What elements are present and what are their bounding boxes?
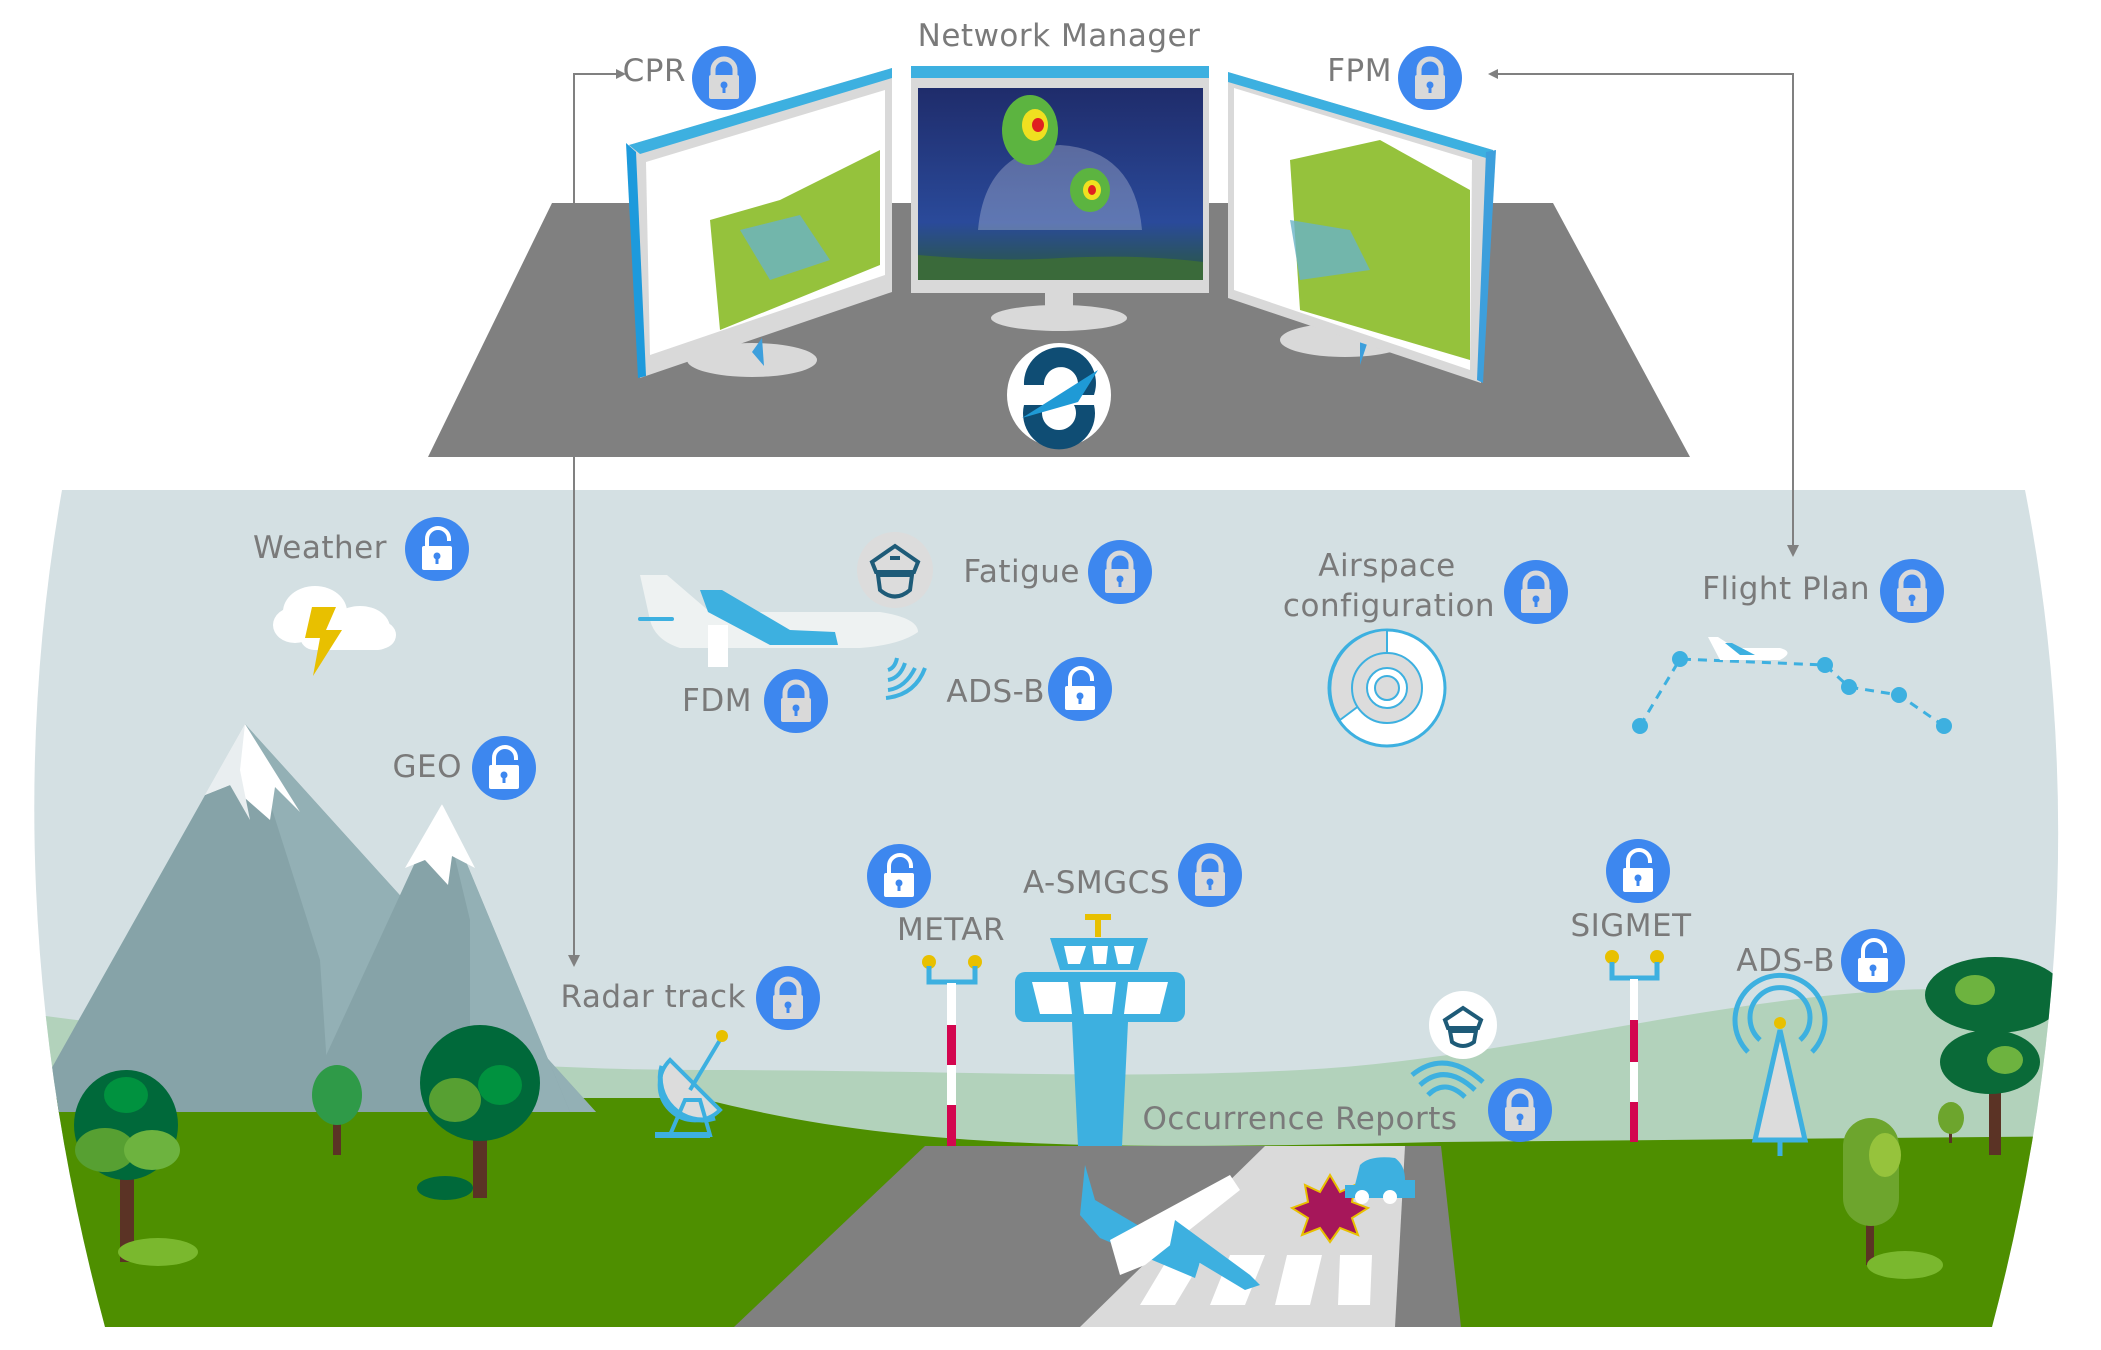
- weather-mast-icon: [922, 955, 982, 1146]
- airspace-lock-icon[interactable]: [1504, 560, 1568, 624]
- airspace-label-line2: configuration: [1282, 588, 1496, 624]
- weather-lock-icon[interactable]: [405, 517, 469, 581]
- flight-plan-label: Flight Plan: [1702, 571, 1870, 607]
- tree-icon: [1925, 957, 2059, 1155]
- airspace-sectors-icon: [1327, 628, 1447, 748]
- adsb-ground-lock-icon[interactable]: [1841, 929, 1905, 993]
- weather-mast-icon: [1605, 950, 1664, 1142]
- tree-icon: [74, 1070, 198, 1266]
- padlock-icon: [1897, 569, 1927, 612]
- fpm-flightplan-connector: [1488, 69, 1799, 557]
- sigmet-label: SIGMET: [1570, 908, 1692, 944]
- tree-icon: [417, 1025, 540, 1200]
- padlock-icon: [1505, 1088, 1535, 1131]
- sigmet-lock-icon[interactable]: [1606, 839, 1670, 903]
- cpr-radar-connector: [568, 69, 626, 967]
- fdm-lock-icon[interactable]: [764, 669, 828, 733]
- cpr-lock-icon[interactable]: [692, 46, 756, 110]
- antenna-tower-icon: [1732, 972, 1828, 1156]
- occurrence-lock-icon[interactable]: [1488, 1078, 1552, 1142]
- fpm-monitor: [1228, 72, 1496, 383]
- pilot-cap-icon: [857, 532, 933, 608]
- tree-icon: [1938, 1102, 1964, 1143]
- airplane-icon: [638, 575, 918, 667]
- geo-lock-icon[interactable]: [472, 736, 536, 800]
- adsb-ground-label: ADS-B: [1736, 943, 1835, 979]
- asmgcs-label: A-SMGCS: [1023, 865, 1170, 901]
- unlocked-padlock-icon: [1858, 938, 1888, 982]
- radar-dish-icon: [655, 1030, 728, 1138]
- geo-label: GEO: [392, 749, 462, 785]
- eurocontrol-logo: [1007, 343, 1111, 450]
- padlock-icon: [781, 679, 811, 722]
- padlock-icon: [1521, 570, 1551, 613]
- storm-cloud-icon: [273, 586, 396, 676]
- unlocked-padlock-icon: [1065, 666, 1095, 710]
- padlock-icon: [773, 976, 803, 1019]
- adsb-air-label: ADS-B: [946, 674, 1045, 710]
- tree-icon: [1843, 1118, 1943, 1279]
- airspace-label-line1: Airspace: [1318, 548, 1456, 584]
- fatigue-label: Fatigue: [963, 554, 1080, 590]
- padlock-icon: [1415, 56, 1445, 99]
- flight-route-icon: [1632, 637, 1952, 734]
- fpm-label: FPM: [1327, 53, 1392, 89]
- unlocked-padlock-icon: [884, 853, 914, 897]
- network-manager-monitor: [911, 66, 1209, 331]
- metar-lock-icon[interactable]: [867, 844, 931, 908]
- padlock-icon: [1195, 853, 1225, 896]
- metar-label: METAR: [896, 912, 1006, 948]
- cpr-label: CPR: [622, 53, 686, 89]
- unlocked-padlock-icon: [489, 745, 519, 789]
- tree-icon: [312, 1065, 362, 1155]
- pilot-cap-icon: [1429, 991, 1497, 1059]
- fdm-label: FDM: [682, 683, 752, 719]
- asmgcs-lock-icon[interactable]: [1178, 843, 1242, 907]
- fpm-lock-icon[interactable]: [1398, 46, 1462, 110]
- weather-label: Weather: [252, 530, 387, 566]
- fatigue-lock-icon[interactable]: [1088, 540, 1152, 604]
- padlock-icon: [1105, 550, 1135, 593]
- car-icon: [1345, 1157, 1415, 1204]
- occurrence-label: Occurrence Reports: [1142, 1101, 1458, 1137]
- network-manager-title: Network Manager: [917, 18, 1201, 54]
- signal-waves-icon: [1410, 1060, 1485, 1099]
- unlocked-padlock-icon: [422, 526, 452, 570]
- crashing-airplane-icon: [1080, 1165, 1260, 1290]
- cpr-monitor: [626, 68, 892, 378]
- control-tower-icon: [1015, 914, 1185, 1146]
- radar-lock-icon[interactable]: [756, 966, 820, 1030]
- adsb-air-lock-icon[interactable]: [1048, 657, 1112, 721]
- radar-label: Radar track: [560, 979, 746, 1015]
- signal-waves-icon: [885, 657, 927, 700]
- padlock-icon: [709, 56, 739, 99]
- unlocked-padlock-icon: [1623, 848, 1653, 892]
- flight-plan-lock-icon[interactable]: [1880, 559, 1944, 623]
